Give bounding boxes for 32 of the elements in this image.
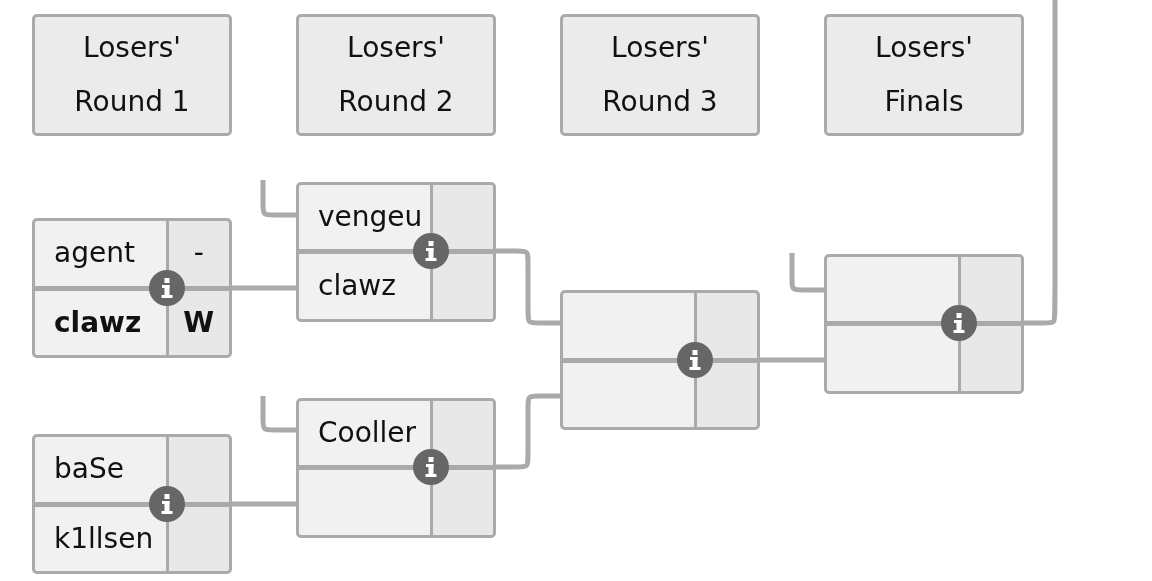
match-box: [32, 218, 232, 358]
round-title: Losers' Round 1: [73, 30, 191, 120]
bracket-connector: [789, 253, 824, 293]
bracket-connector: [260, 180, 296, 218]
player-name: clawz: [318, 269, 396, 304]
score-text: W: [183, 305, 215, 340]
player-name: agent: [54, 236, 135, 271]
match-box: [296, 398, 496, 538]
bracket-connector: [496, 393, 560, 470]
player-name: clawz: [54, 305, 142, 340]
round-title: Losers' Round 3: [601, 30, 719, 120]
match-box: [32, 434, 232, 574]
round-header-box: [32, 14, 232, 136]
bracket-connector: [760, 357, 824, 363]
bracket-connector: [232, 285, 296, 291]
bracket-connector: [260, 396, 296, 433]
bracket-connector: [1024, 0, 1058, 326]
round-header-box: [824, 14, 1024, 136]
bracket-connector: [496, 248, 560, 326]
score-text: -: [193, 236, 204, 271]
player-name: baSe: [54, 452, 124, 487]
round-header-box: [560, 14, 760, 136]
round-header-box: [296, 14, 496, 136]
round-title: Losers' Round 2: [337, 30, 455, 120]
player-name: vengeu: [318, 199, 423, 234]
match-box: [824, 254, 1024, 394]
bracket-connector: [232, 501, 296, 507]
round-title: Losers' Finals: [874, 30, 974, 120]
match-box: [296, 182, 496, 322]
player-name: Cooller: [318, 415, 417, 450]
match-box: [560, 290, 760, 430]
player-name: k1llsen: [54, 521, 154, 556]
